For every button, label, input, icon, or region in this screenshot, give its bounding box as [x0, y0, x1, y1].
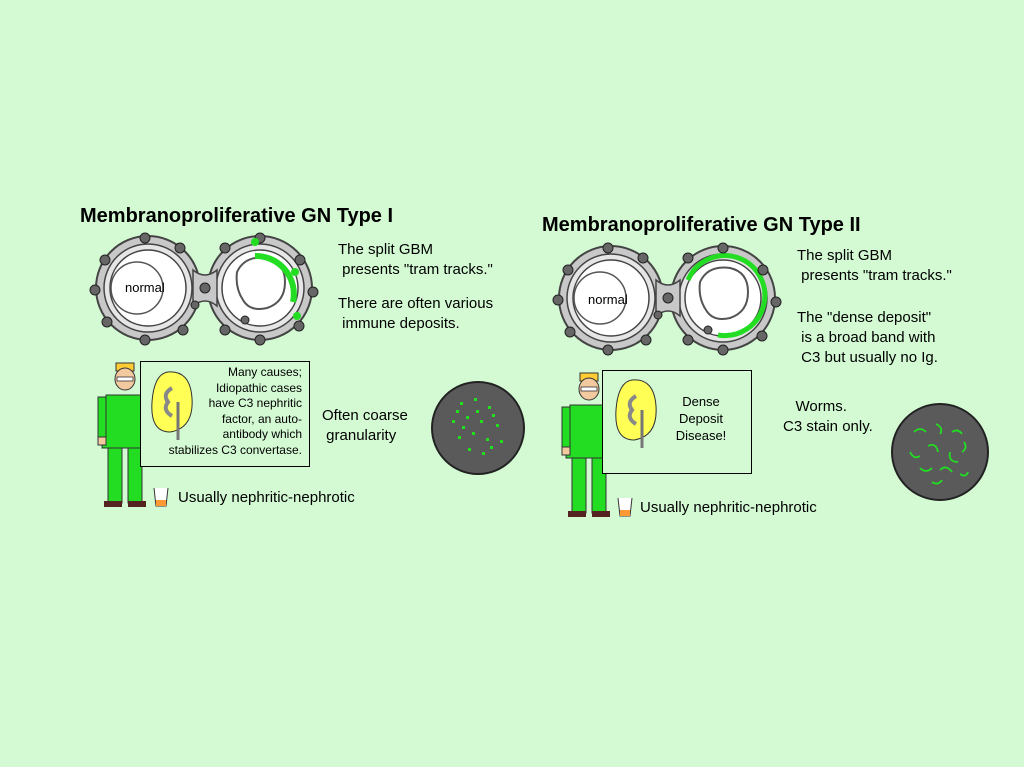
type2-normal-capillary	[558, 245, 664, 351]
type1-causes-text: Many causes; Idiopathic cases have C3 ne…	[168, 365, 302, 457]
type2-worms-note: Worms. C3 stain only.	[783, 398, 873, 435]
type1-diseased-capillary	[207, 235, 313, 341]
type1-stain-circle	[431, 381, 525, 475]
type1-normal-capillary	[95, 235, 201, 341]
type2-dense-note: The "dense deposit" is a broad band with…	[797, 309, 938, 366]
type1-kidney-icon	[151, 371, 193, 440]
type2-title: Membranoproliferative GN Type II	[542, 214, 861, 236]
type1-deposit-note: There are often various immune deposits.	[338, 295, 494, 332]
type2-normal-label: normal	[588, 292, 628, 307]
type2-stain-circle	[891, 403, 989, 501]
type1-urine-cup-icon	[153, 487, 169, 507]
type1-urine-note: Usually nephritic-nephrotic	[178, 489, 355, 506]
type2-box-text: Dense Deposit Disease!	[675, 394, 727, 443]
type2-urine-note: Usually nephritic-nephrotic	[640, 499, 817, 516]
type1-granularity-note: Often coarse granularity	[322, 407, 408, 444]
type2-gbm-note: The split GBM presents "tram tracks."	[797, 247, 952, 284]
type1-normal-label: normal	[125, 280, 165, 295]
type1-gbm-note: The split GBM presents "tram tracks."	[338, 241, 493, 278]
type2-kidney-icon	[615, 379, 657, 448]
type1-title: Membranoproliferative GN Type I	[80, 205, 394, 227]
type2-urine-cup-icon	[617, 497, 633, 517]
type2-glomerulus-diagram: normal	[552, 242, 782, 356]
type1-glomerulus-diagram: normal	[89, 232, 319, 346]
